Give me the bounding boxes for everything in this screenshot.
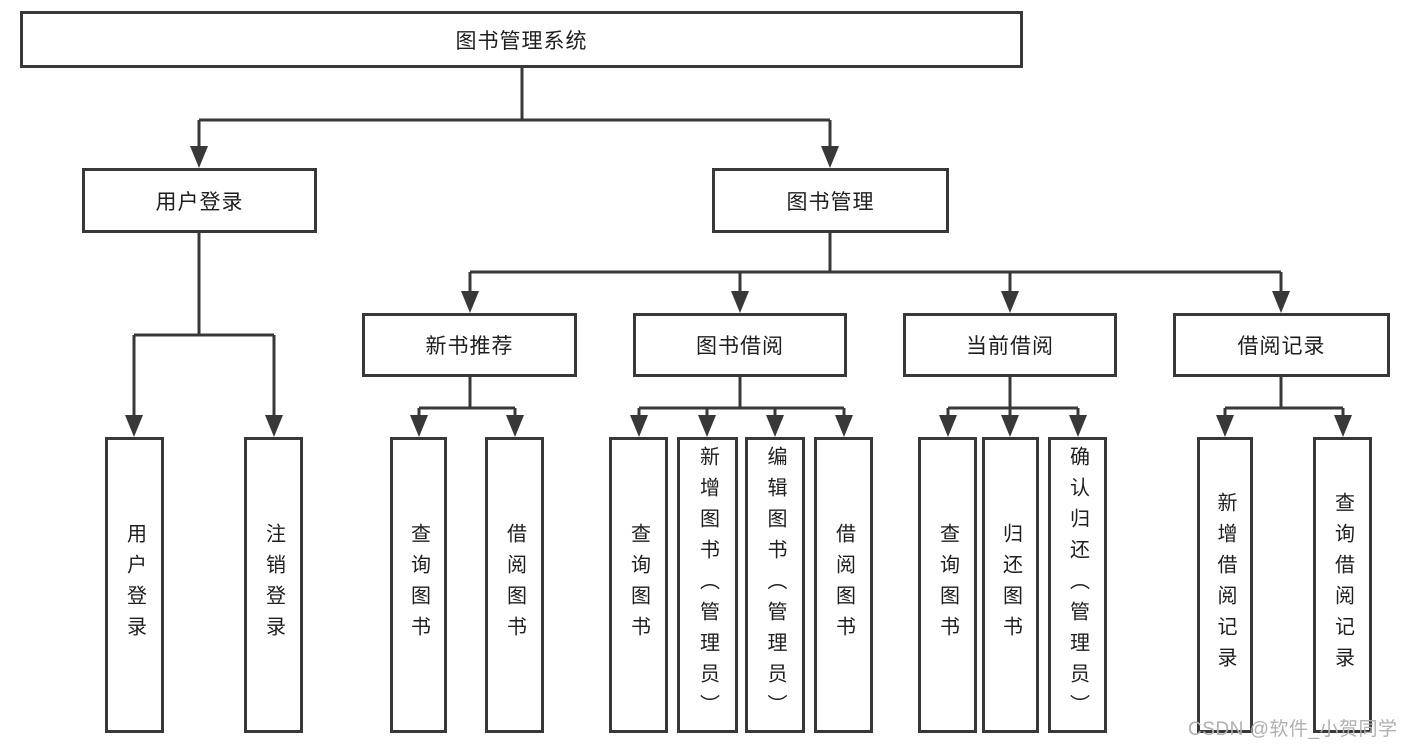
node-label: 新增图书（管理员） xyxy=(696,445,719,725)
leaf-confirm-return-admin: 确认归还（管理员） xyxy=(1048,437,1107,733)
node-user-login: 用户登录 xyxy=(82,168,317,233)
leaf-borrow-books-1: 借阅图书 xyxy=(485,437,544,733)
node-label: 注销登录 xyxy=(262,523,285,647)
arrowheads-level3 xyxy=(461,291,1290,313)
edge-newbooks-to-leaves xyxy=(417,377,517,419)
node-root-system: 图书管理系统 xyxy=(20,11,1023,68)
leaf-query-borrow-record: 查询借阅记录 xyxy=(1313,437,1372,733)
leaf-borrow-books-2: 借阅图书 xyxy=(814,437,873,733)
node-label: 查询图书 xyxy=(407,523,430,647)
arrowheads-level2 xyxy=(190,146,839,168)
node-borrow-records: 借阅记录 xyxy=(1173,313,1390,377)
edge-records-to-leaves xyxy=(1223,377,1345,419)
edge-root-to-level2 xyxy=(197,68,832,150)
node-label: 确认归还（管理员） xyxy=(1066,445,1089,725)
node-label: 借阅记录 xyxy=(1237,335,1326,358)
node-label: 当前借阅 xyxy=(966,335,1054,358)
arrowheads-current-leaves xyxy=(939,415,1087,437)
node-label: 编辑图书（管理员） xyxy=(764,445,786,725)
leaf-query-books-1: 查询图书 xyxy=(390,437,447,733)
node-label: 归还图书 xyxy=(999,523,1022,647)
node-current-borrow: 当前借阅 xyxy=(903,313,1117,377)
node-book-borrow: 图书借阅 xyxy=(633,313,847,377)
node-label: 查询图书 xyxy=(627,523,650,647)
node-label: 用户登录 xyxy=(155,190,244,214)
leaf-user-login: 用户登录 xyxy=(105,437,164,733)
node-label: 图书管理系统 xyxy=(455,29,588,53)
node-label: 新增借阅记录 xyxy=(1214,492,1236,678)
leaf-add-borrow-record: 新增借阅记录 xyxy=(1197,437,1253,733)
leaf-return-books: 归还图书 xyxy=(982,437,1039,733)
node-label: 借阅图书 xyxy=(503,523,526,647)
node-label: 查询图书 xyxy=(936,523,959,647)
arrowheads-newbooks-leaves xyxy=(410,415,524,437)
edge-bookmgmt-to-level3 xyxy=(468,233,1283,295)
leaf-query-books-3: 查询图书 xyxy=(918,437,977,733)
node-book-management: 图书管理 xyxy=(712,168,949,233)
node-label: 图书管理 xyxy=(786,190,875,214)
node-label: 用户登录 xyxy=(123,523,146,647)
leaf-query-books-2: 查询图书 xyxy=(609,437,668,733)
leaf-edit-books-admin: 编辑图书（管理员） xyxy=(745,437,805,733)
node-label: 图书借阅 xyxy=(696,335,784,358)
csdn-watermark: CSDN @软件_小贺同学 xyxy=(1188,719,1398,740)
arrowheads-records-leaves xyxy=(1216,415,1352,437)
arrowheads-userlogin-leaves xyxy=(125,415,283,437)
node-label: 借阅图书 xyxy=(832,523,855,647)
edge-borrow-to-leaves xyxy=(637,377,846,419)
edge-userlogin-to-leaves xyxy=(132,233,276,419)
arrowheads-borrow-leaves xyxy=(630,415,853,437)
node-label: 新书推荐 xyxy=(425,335,514,358)
node-new-book-recommend: 新书推荐 xyxy=(362,313,577,377)
edge-current-to-leaves xyxy=(946,377,1080,419)
node-label: 查询借阅记录 xyxy=(1331,492,1354,678)
leaf-add-books-admin: 新增图书（管理员） xyxy=(677,437,738,733)
leaf-logout: 注销登录 xyxy=(244,437,303,733)
